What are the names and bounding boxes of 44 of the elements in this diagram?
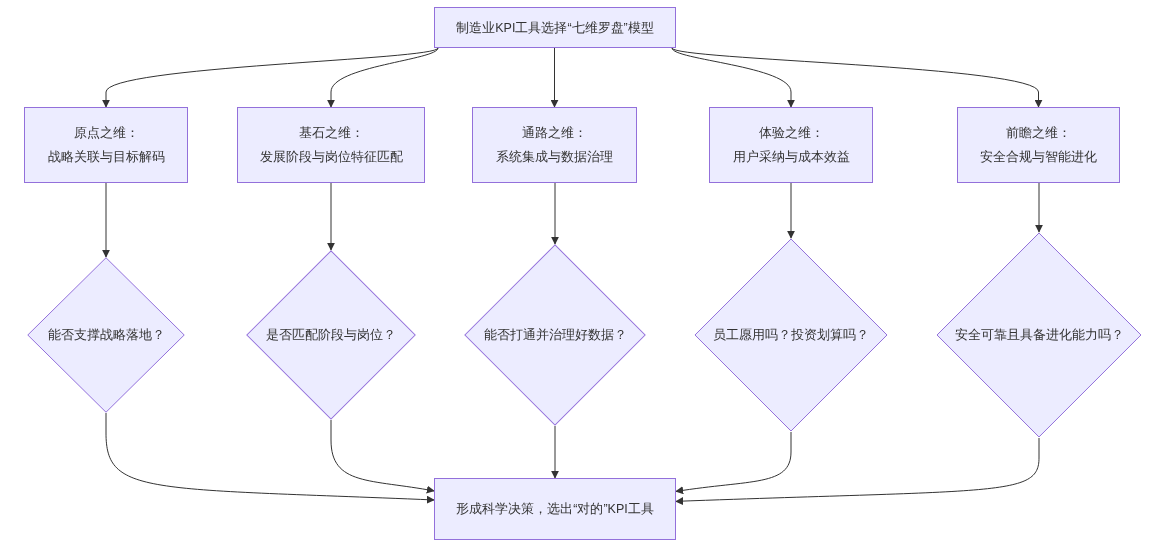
arrow (675, 431, 792, 495)
box-text: 战略关联与目标解码 (47, 149, 165, 165)
decision-diamond (27, 257, 185, 413)
decision-diamond (936, 232, 1142, 438)
box-text: 发展阶段与岗位特征匹配 (259, 149, 403, 165)
arrow (671, 47, 795, 108)
arrow (330, 419, 435, 494)
process-box (24, 107, 188, 183)
process-box (957, 107, 1120, 183)
box-text: 安全合规与智能进化 (980, 149, 1097, 165)
process-box (434, 478, 676, 540)
box-heading: 原点之维： (73, 125, 139, 141)
process-box (434, 7, 676, 48)
arrow (551, 425, 559, 479)
question-text: 能否支撑战略落地？ (47, 327, 165, 343)
process-box (237, 107, 425, 183)
arrow (102, 47, 439, 108)
decision-diamond (246, 250, 416, 420)
question-text: 是否匹配阶段与岗位？ (266, 327, 396, 343)
decision-diamond (694, 238, 888, 432)
question-text: 安全可靠且具备进化能力吗？ (954, 327, 1124, 343)
process-box (709, 107, 873, 183)
box-text: 用户采纳与成本效益 (732, 149, 850, 165)
arrow (675, 437, 1040, 506)
box-heading: 基石之维： (298, 125, 364, 141)
question-text: 员工愿用吗？投资划算吗？ (713, 327, 869, 343)
process-box (472, 107, 637, 183)
box-heading: 前瞻之维： (1006, 125, 1071, 141)
arrow (327, 182, 335, 251)
arrow (551, 182, 559, 245)
decision-diamond (464, 244, 646, 426)
box-heading: 体验之维： (758, 125, 824, 141)
arrow (105, 412, 435, 504)
arrow (671, 47, 1043, 108)
arrow (102, 182, 110, 258)
arrow (550, 47, 559, 108)
question-text: 能否打通并治理好数据？ (483, 327, 627, 343)
box-text: 系统集成与数据治理 (496, 149, 613, 165)
box-text: 形成科学决策，选出“对的”KPI工具 (456, 501, 654, 517)
box-text: 制造业KPI工具选择“七维罗盘”模型 (456, 19, 654, 36)
arrow (1035, 182, 1043, 233)
box-heading: 通路之维： (522, 125, 587, 141)
arrow (327, 47, 439, 108)
arrow (787, 182, 795, 239)
